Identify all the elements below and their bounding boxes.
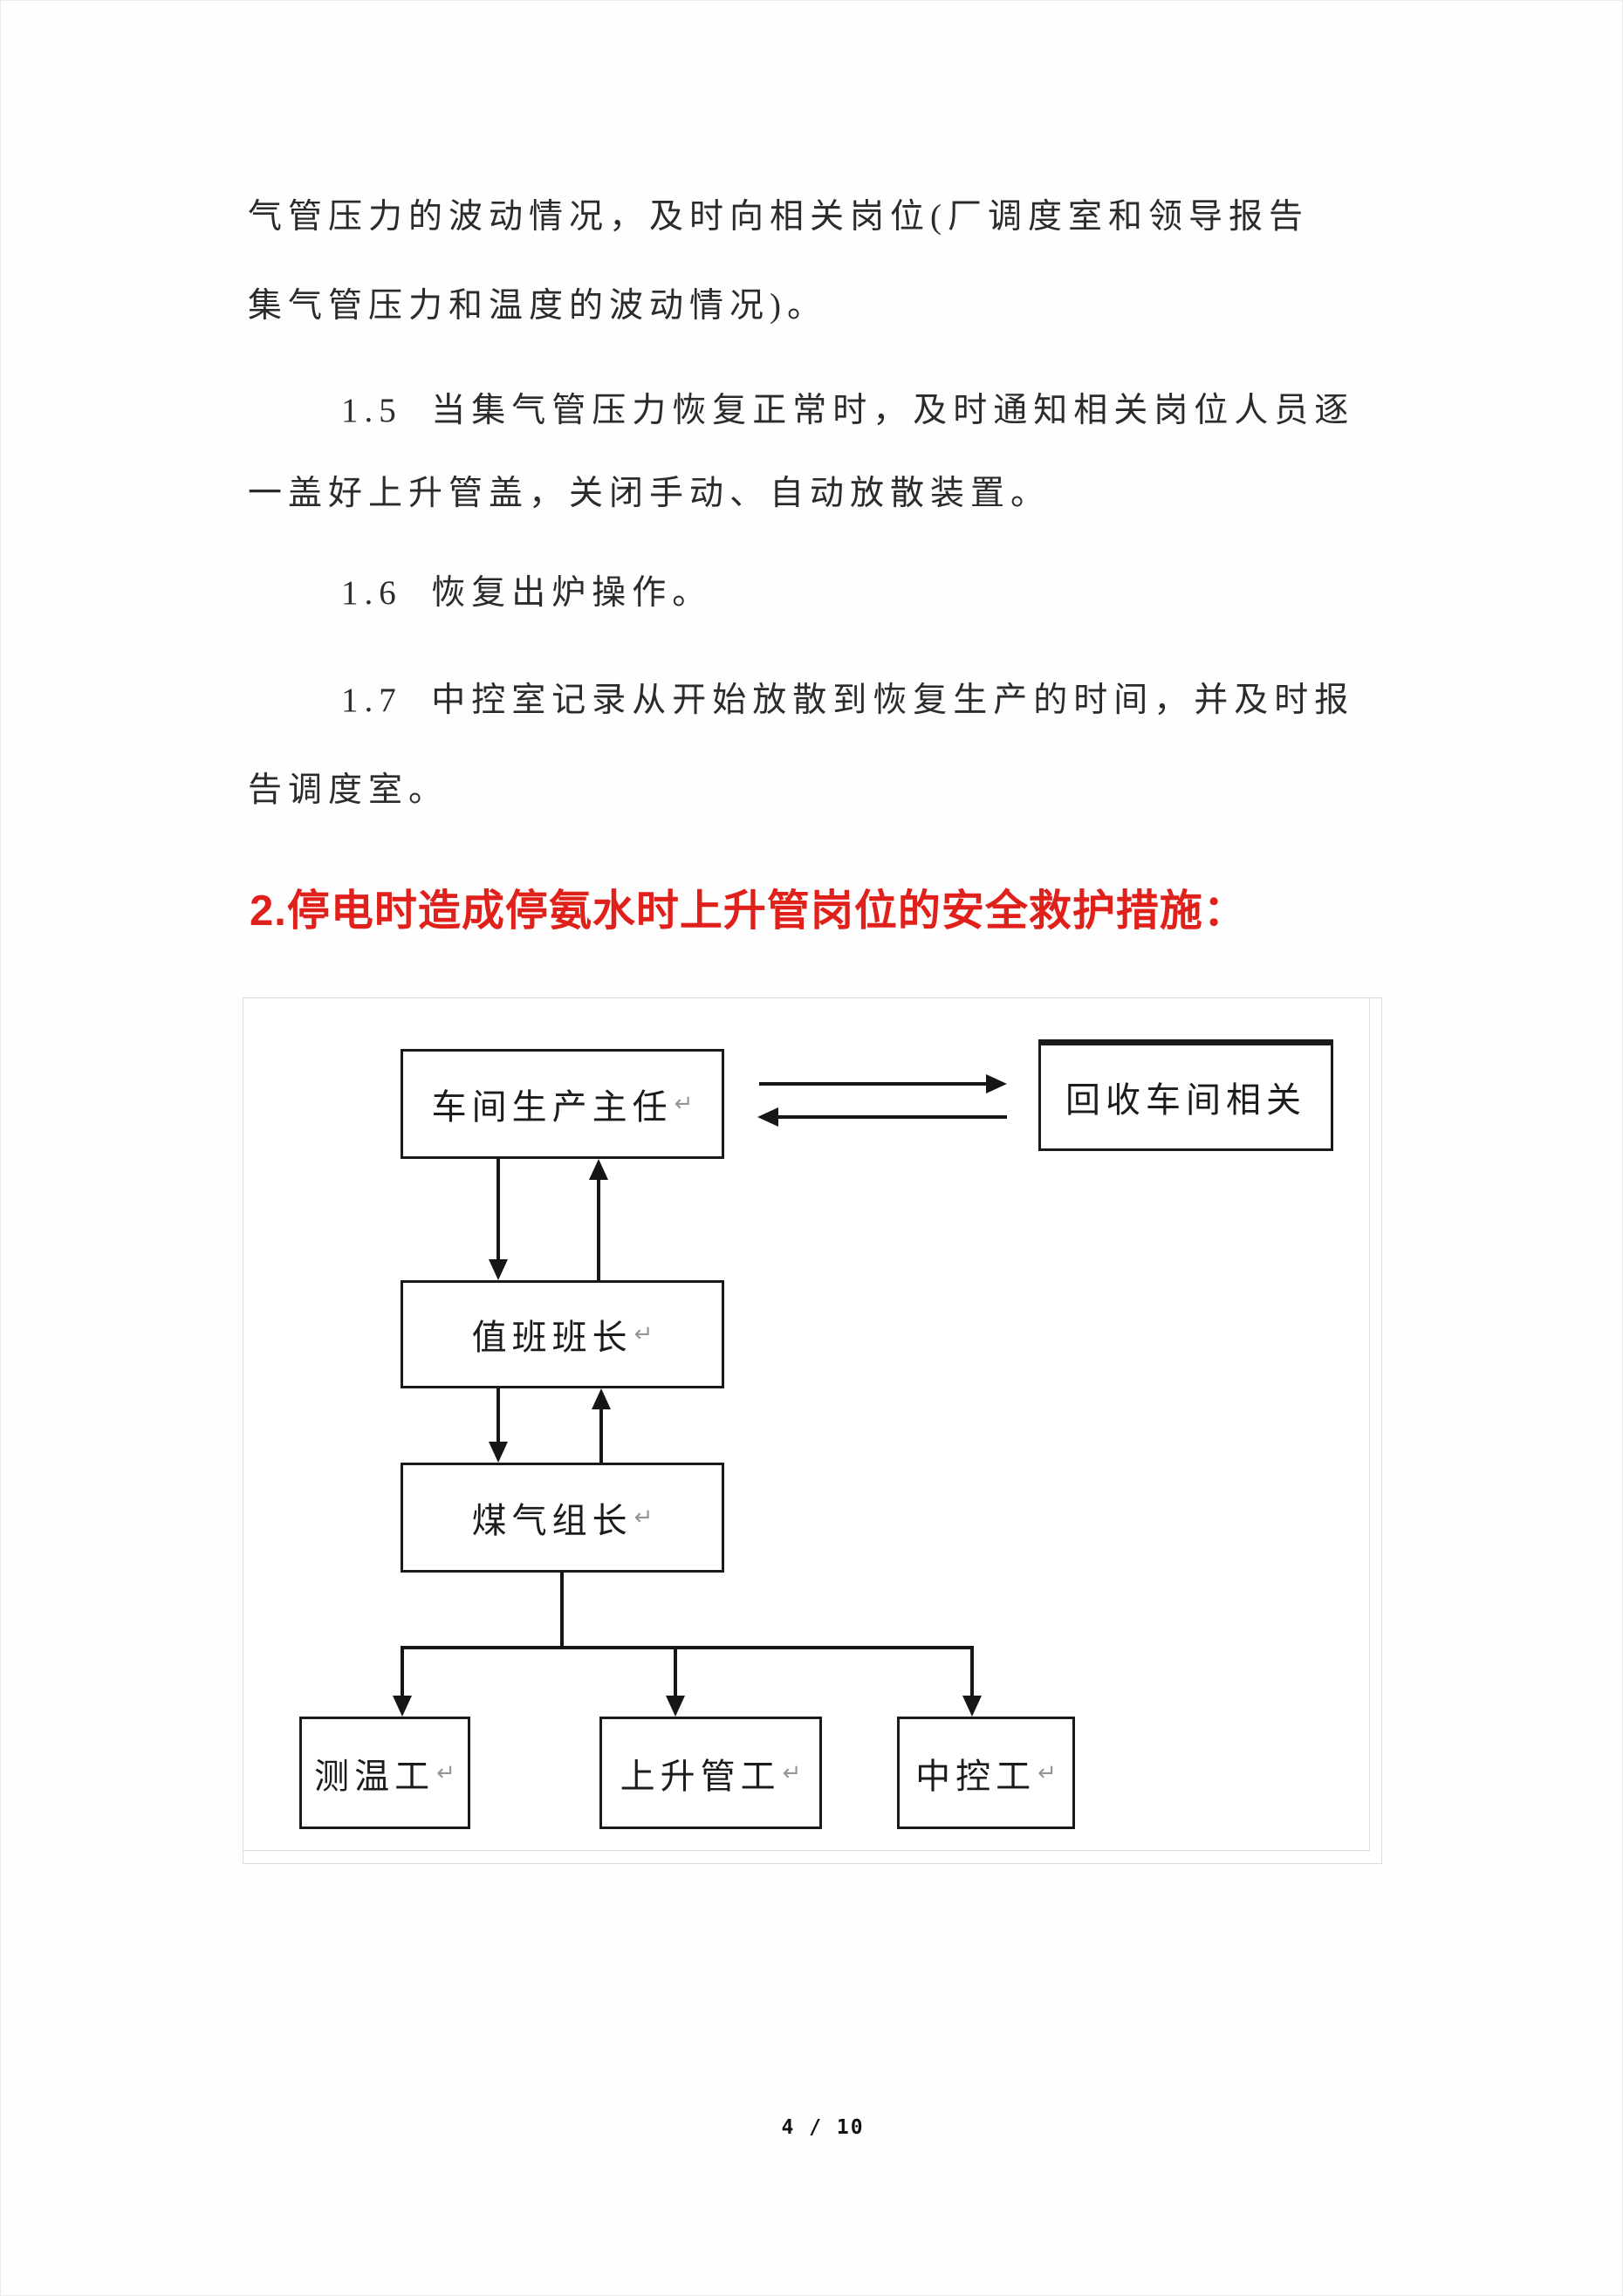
body-text-line: 告调度室。: [248, 771, 449, 809]
body-text-line: 集气管压力和温度的波动情况)。: [248, 287, 827, 325]
section-heading: 2.停电时造成停氨水时上升管岗位的安全救护措施：: [250, 888, 1247, 935]
node-label: 值班班长: [471, 1318, 633, 1357]
arrow-recycle-to-director-head: [757, 1107, 778, 1127]
node-label: 测温工: [314, 1756, 435, 1796]
arrow-recycle-to-director-shaft: [778, 1115, 1007, 1119]
branch-horizontal-line: [401, 1646, 973, 1649]
arrow-shift-to-director-shaft: [597, 1180, 600, 1280]
body-text-line: 1.6 恢复出炉操作。: [341, 574, 713, 612]
node-label: 中控工: [915, 1756, 1037, 1796]
arrow-to-central-worker-head: [962, 1696, 982, 1717]
arrow-shift-to-director-head: [589, 1159, 608, 1180]
pilcrow-mark: ↵: [782, 1759, 802, 1786]
node-central-control-worker: 中控工↵: [897, 1717, 1075, 1829]
node-label: 回收车间相关: [1065, 1080, 1306, 1120]
node-label: 车间生产主任: [431, 1087, 673, 1127]
arrow-director-to-shift-head: [489, 1259, 508, 1280]
branch-stem-line: [560, 1573, 564, 1649]
pilcrow-mark: ↵: [633, 1321, 654, 1347]
page-number: 4 / 10: [781, 2116, 865, 2139]
arrow-director-to-recycle-head: [986, 1074, 1007, 1093]
pilcrow-mark: ↵: [633, 1504, 654, 1531]
arrow-to-temp-worker-shaft: [401, 1646, 404, 1696]
node-temperature-worker: 测温工↵: [299, 1717, 470, 1829]
body-text-line: 1.7 中控室记录从开始放散到恢复生产的时间，并及时报: [341, 682, 1355, 719]
node-shift-leader: 值班班长↵: [401, 1280, 724, 1388]
node-gas-leader: 煤气组长↵: [401, 1463, 724, 1573]
node-riser-worker: 上升管工↵: [599, 1717, 822, 1829]
arrow-to-temp-worker-head: [393, 1696, 412, 1717]
arrow-shift-to-gas-shaft: [496, 1388, 500, 1443]
arrow-to-riser-worker-head: [666, 1696, 685, 1717]
figure-inner-edge: [243, 998, 1370, 1851]
arrow-director-to-shift-shaft: [496, 1159, 500, 1260]
pilcrow-mark: ↵: [674, 1091, 694, 1117]
node-recycle-workshop: 回收车间相关: [1038, 1039, 1333, 1151]
node-workshop-director: 车间生产主任↵: [401, 1049, 724, 1159]
arrow-gas-to-shift-shaft: [599, 1409, 603, 1463]
flowchart-figure: 车间生产主任↵ 回收车间相关 值班班长↵ 煤气组长↵ 测温工↵ 上升管工↵ 中控…: [243, 997, 1382, 1864]
arrow-gas-to-shift-head: [592, 1388, 611, 1409]
node-label: 上升管工: [620, 1756, 781, 1796]
node-label: 煤气组长: [471, 1501, 633, 1540]
arrow-director-to-recycle-shaft: [759, 1082, 986, 1086]
arrow-to-riser-worker-shaft: [674, 1646, 677, 1696]
pilcrow-mark: ↵: [1037, 1759, 1057, 1786]
arrow-to-central-worker-shaft: [970, 1646, 974, 1696]
body-text-line: 1.5 当集气管压力恢复正常时，及时通知相关岗位人员逐: [341, 392, 1355, 429]
body-text-line: 一盖好上升管盖，关闭手动、自动放散装置。: [248, 475, 1051, 512]
body-text-line: 气管压力的波动情况，及时向相关岗位(厂调度室和领导报告: [248, 198, 1309, 236]
arrow-shift-to-gas-head: [489, 1442, 508, 1463]
pilcrow-mark: ↵: [436, 1759, 455, 1786]
